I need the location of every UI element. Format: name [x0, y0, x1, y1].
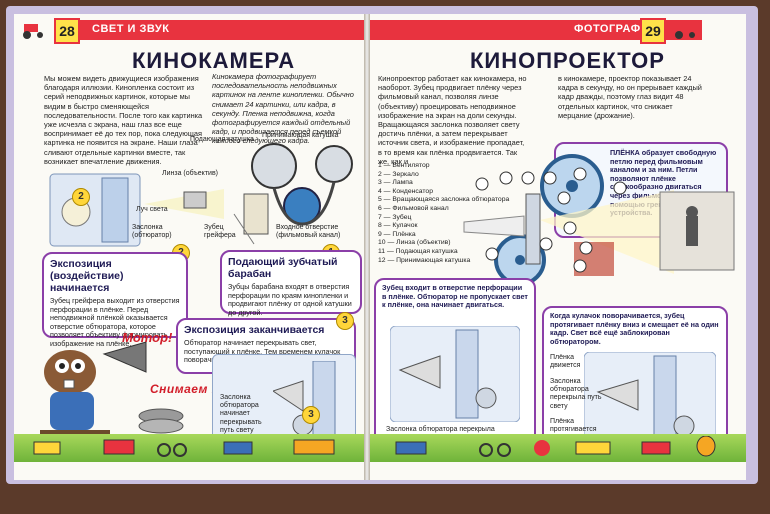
projector-parts-list: 1 — Вентилятор 2 — Зеркало 3 — Лампа 4 —… — [378, 162, 509, 265]
label-feed-reel: Подающая катушка — [190, 136, 254, 143]
cam-mechanism-drawing — [584, 352, 716, 448]
box-exposure-start-title: Экспозиция (воздействие) начинается — [50, 258, 124, 294]
page-title-left: КИНОКАМЕРА — [132, 48, 296, 73]
step-badge: 3 — [302, 406, 320, 424]
moto-exclamation: Мотор! — [122, 330, 173, 345]
claw-enters-text: Зубец входит в отверстие перфорации в пл… — [382, 283, 528, 310]
page-number-right: 29 — [640, 18, 666, 44]
parts-list-item: 7 — Зубец — [378, 213, 412, 221]
parts-list-item: 3 — Лампа — [378, 179, 413, 187]
vehicles-strip-right — [370, 434, 746, 462]
parts-list-item: 9 — Плёнка — [378, 230, 416, 238]
shutter-mechanism-drawing — [273, 361, 336, 442]
shutter-closing-panel — [212, 354, 356, 448]
left-page: 28 СВЕТ И ЗВУК КИНОКАМЕРА Мы можем видет… — [14, 14, 365, 480]
parts-list-item: 5 — Вращающаяся заслонка обтюратора — [378, 196, 510, 204]
parts-list-item: 4 — Конденсатор — [378, 187, 433, 195]
parts-list-item: 6 — Фильмовой канал — [378, 204, 449, 212]
page-number-left: 28 — [54, 18, 80, 44]
section-title-right: ФОТОГРАФИЯ — [574, 23, 658, 35]
parts-list-item: 8 — Кулачок — [378, 222, 418, 230]
claw-mechanism-drawing — [390, 326, 520, 422]
box-sprocket-text: Зубцы барабана входят в отверстия перфор… — [228, 282, 352, 317]
book-spread: 28 СВЕТ И ЗВУК КИНОКАМЕРА Мы можем видет… — [6, 6, 758, 484]
cam-rotates-panel: Когда кулачок поворачивается, зубец прот… — [542, 306, 728, 456]
vehicles-icons-left — [33, 439, 335, 457]
left-header-bar — [54, 20, 364, 40]
camera-diagram — [49, 143, 353, 247]
intro2-text-left: Кинокамера фотографирует последовательно… — [212, 72, 354, 146]
page-title-right: КИНОПРОЕКТОР — [470, 48, 665, 73]
parts-list-item: 11 — Подающая катушка — [378, 247, 458, 255]
diagram-number-markers — [475, 167, 627, 273]
parts-list-item: 12 — Принимающая катушка — [378, 256, 471, 264]
parts-list-item: 1 — Вентилятор — [378, 162, 430, 169]
section-title-left: СВЕТ И ЗВУК — [92, 23, 170, 35]
label-claw: Зубец грейфера — [204, 224, 236, 240]
label-lens: Линза (объектив) — [162, 170, 218, 177]
right-header-bar — [370, 20, 702, 40]
beaver-director-illustration — [36, 341, 147, 452]
book-spine — [364, 14, 370, 480]
tractor-icon — [23, 24, 43, 39]
box-sprocket: Подающий зубчатый барабан Зубцы барабана… — [220, 250, 362, 317]
intro-text-left: Мы можем видеть движущиеся изображения б… — [44, 74, 203, 166]
label-light-ray: Луч света — [136, 206, 168, 213]
parts-list-item: 10 — Линза (объектив) — [378, 239, 451, 247]
film-cans-icon — [138, 408, 184, 434]
intro-text-right: Кинопроектор работает как кинокамера, но… — [378, 74, 527, 166]
right-page: ФОТОГРАФИЯ 29 КИНОПРОЕКТОР Кинопроектор … — [370, 14, 746, 480]
film-moving-label: Плёнка движется — [550, 354, 581, 370]
tractor-icon — [675, 24, 695, 39]
box-sprocket-title: Подающий зубчатый барабан — [228, 256, 338, 280]
box-exposure-start-text: Зубец грейфера выходит из отверстия перф… — [50, 296, 180, 348]
vehicles-icons-right — [395, 436, 716, 457]
step-badge: 3 — [336, 312, 354, 330]
box-exposure-end-title: Экспозиция заканчивается — [184, 324, 325, 336]
box-exposure-start: Экспозиция (воздействие) начинается Зубе… — [42, 252, 188, 348]
label-gate: Входное отверстие (фильмовый канал) — [276, 224, 341, 240]
claw-enters-panel: Зубец входит в отверстие перфорации в пл… — [374, 278, 536, 450]
step-badge: 2 — [72, 188, 90, 206]
label-shutter: Заслонка (обтюратор) — [132, 224, 172, 240]
parts-list-item: 2 — Зеркало — [378, 170, 419, 178]
intro2-text-right: в кинокамере, проектор показывает 24 кад… — [558, 74, 702, 120]
shutter-closing-caption: Заслонка обтюратора начинает перекрывать… — [220, 394, 262, 434]
shutter-blocked-label: Заслонка обтюратора перекрыла путь свету — [550, 378, 602, 410]
cam-rotates-text: Когда кулачок поворачивается, зубец прот… — [550, 311, 719, 346]
label-takeup-reel: Принимающая катушка — [262, 132, 339, 139]
